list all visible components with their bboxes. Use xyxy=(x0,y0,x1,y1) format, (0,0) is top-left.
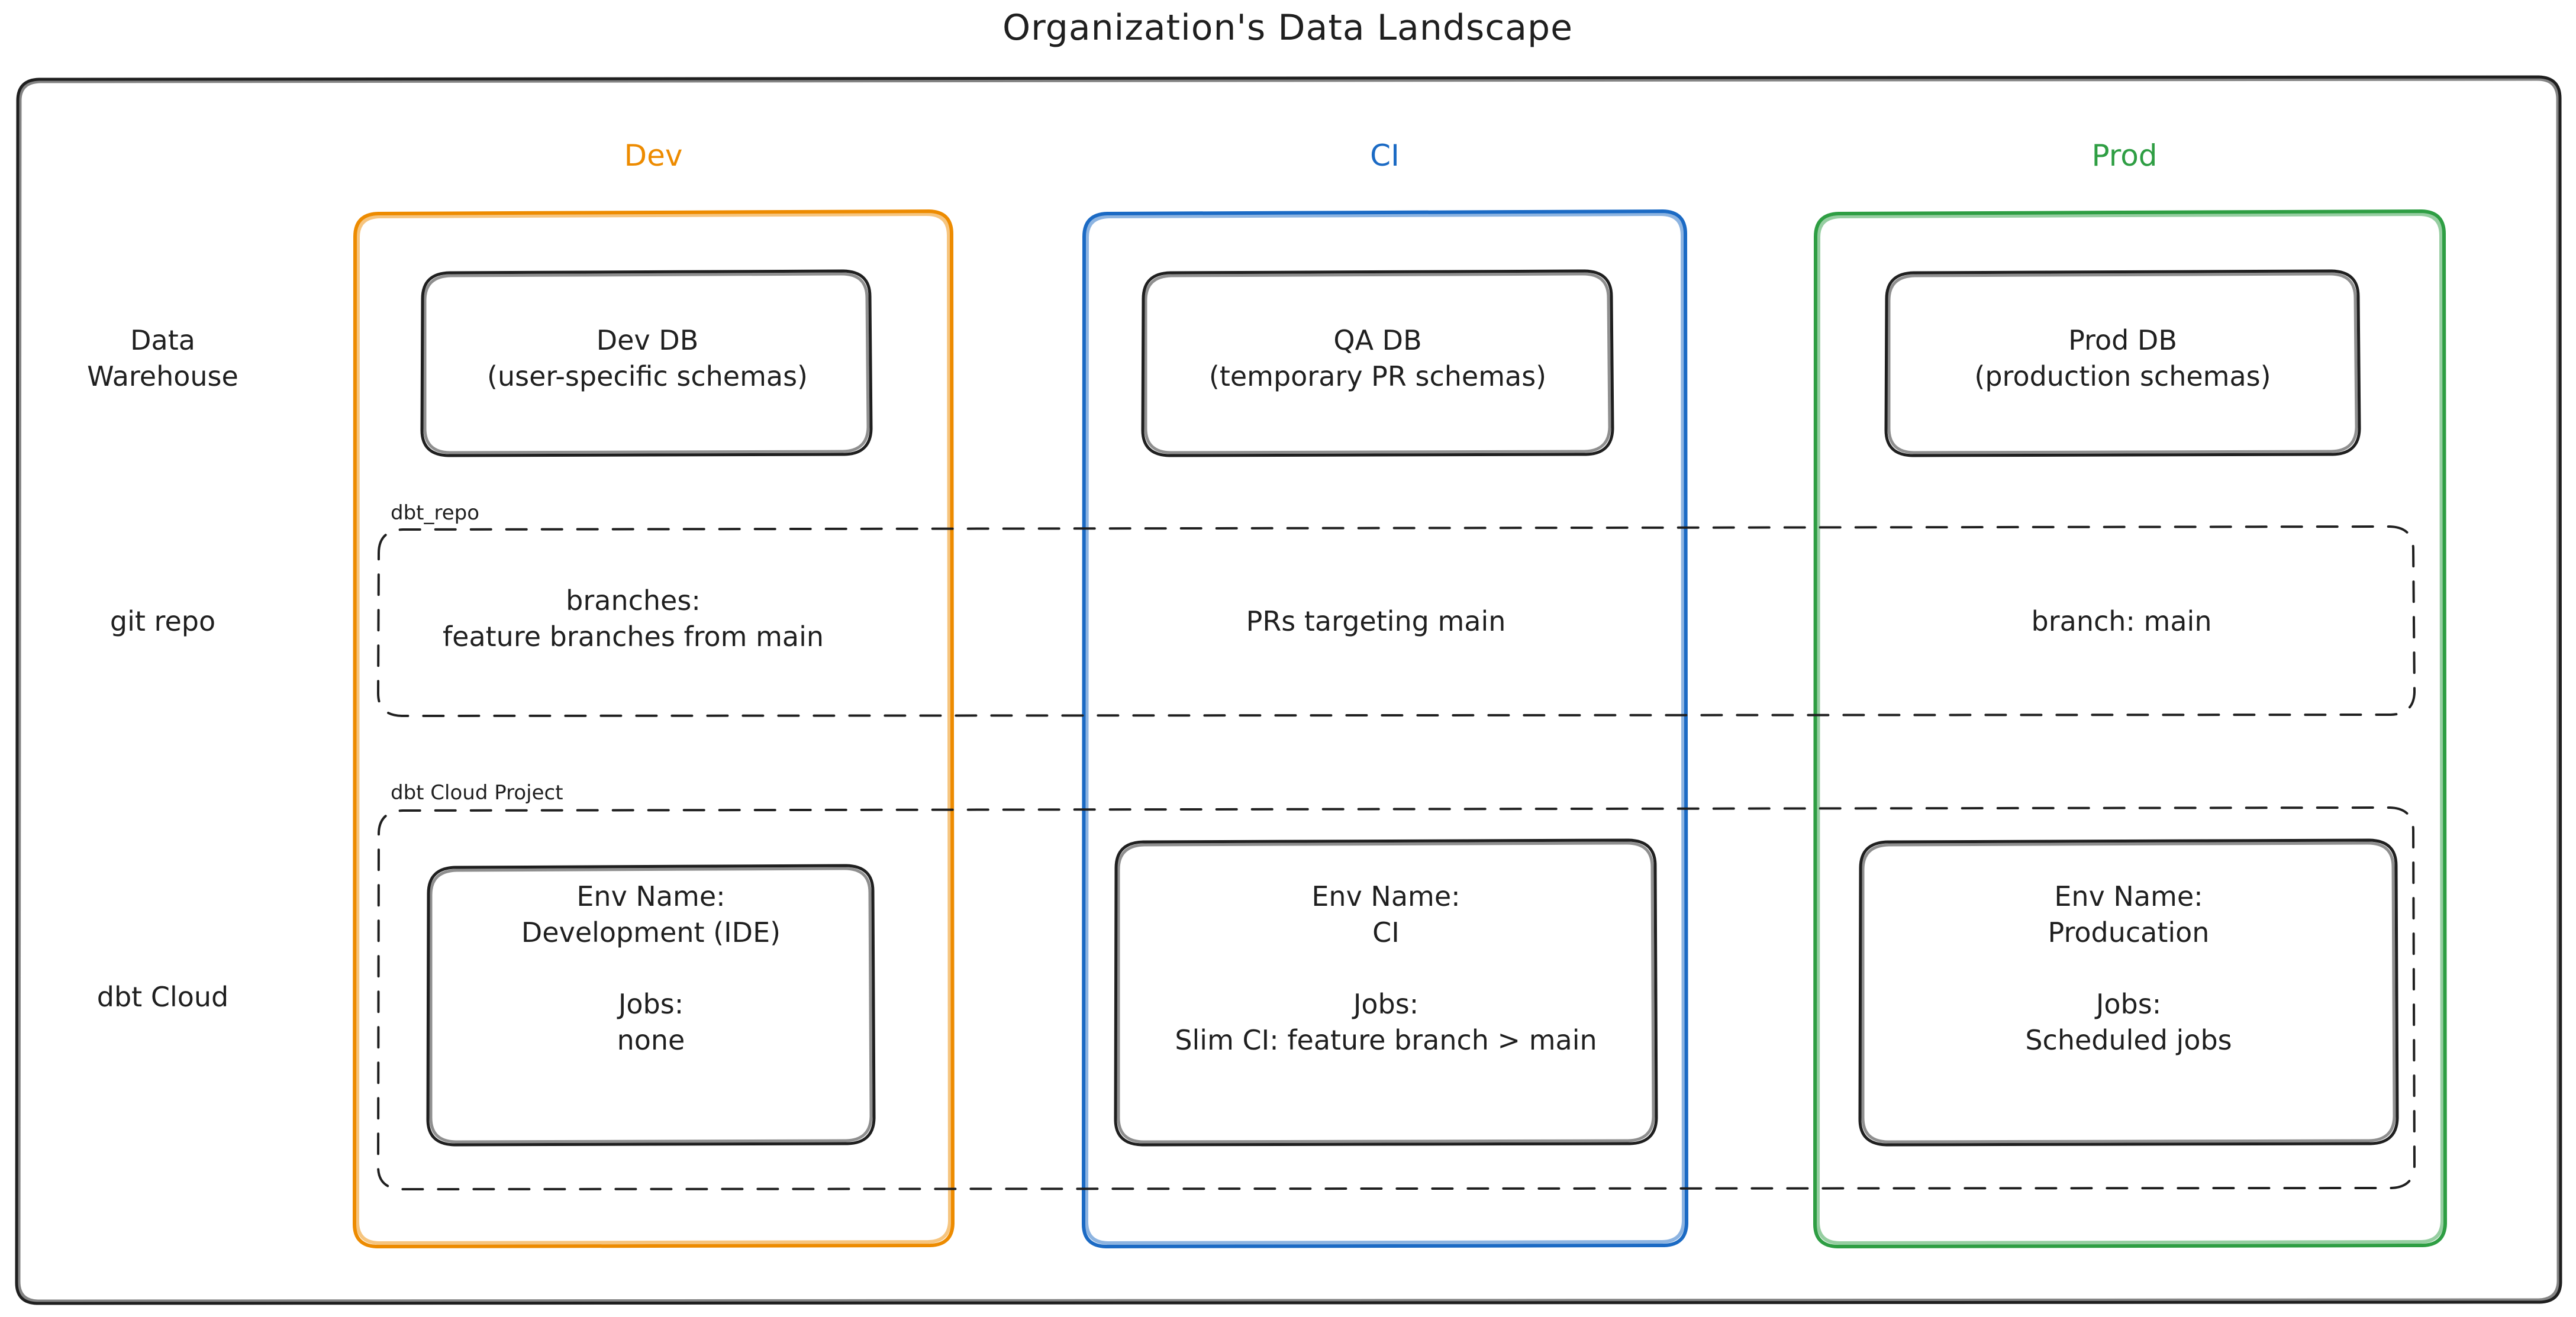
cell-data-warehouse-ci: QA DB (temporary PR schemas) xyxy=(1208,324,1547,392)
cell-data-warehouse-dev: Dev DB (user-specific schemas) xyxy=(487,324,808,392)
cell-git-repo-prod: branch: main xyxy=(2031,605,2212,637)
column-header-dev: Dev xyxy=(624,138,683,173)
row-label-git-repo: git repo xyxy=(109,605,216,637)
cell-dbt-cloud-prod: Env Name: Producation Jobs: Scheduled jo… xyxy=(2025,880,2232,1056)
diagram-title: Organization's Data Landscape xyxy=(1002,7,1574,49)
cell-dbt-cloud-ci: Env Name: CI Jobs: Slim CI: feature bran… xyxy=(1175,880,1597,1056)
row-label-dbt-cloud: dbt Cloud xyxy=(96,981,229,1013)
cell-dbt-cloud-dev: Env Name: Development (IDE) Jobs: none xyxy=(521,880,781,1056)
column-header-ci: CI xyxy=(1370,138,1400,173)
column-header-prod: Prod xyxy=(2091,138,2158,173)
group-label-dbt-cloud-project: dbt Cloud Project xyxy=(391,781,563,805)
cell-git-repo-dev: branches: feature branches from main xyxy=(442,585,824,653)
group-label-dbt-repo: dbt_repo xyxy=(391,501,480,525)
row-label-data-warehouse: Data Warehouse xyxy=(87,324,238,392)
cell-data-warehouse-prod: Prod DB (production schemas) xyxy=(1974,324,2271,392)
outer-frame xyxy=(15,75,2562,1305)
cell-git-repo-ci: PRs targeting main xyxy=(1246,605,1506,637)
